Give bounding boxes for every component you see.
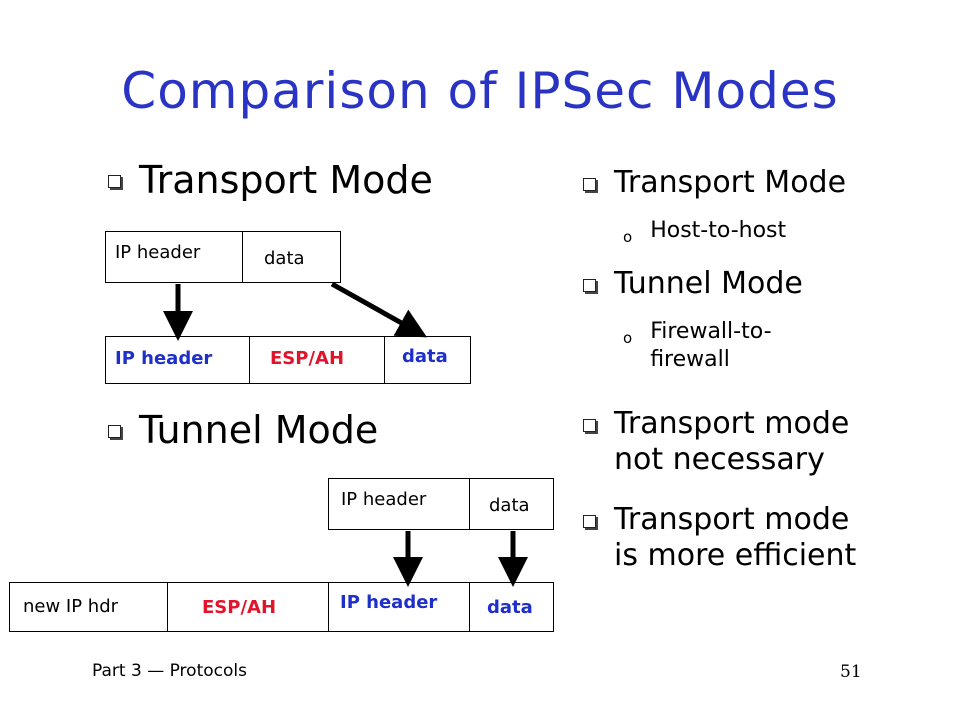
divider <box>328 583 329 631</box>
right-item-transport-mode: Transport Mode <box>583 165 846 201</box>
tunnel-bottom-new-ip-hdr: new IP hdr <box>23 596 119 617</box>
right-item-label: Transport Mode <box>614 165 847 200</box>
footer-section: Protocols <box>169 661 247 681</box>
right-item-label: Transport mode not necessary <box>614 406 849 478</box>
square-bullet-icon <box>583 419 596 432</box>
tunnel-bottom-data: data <box>487 597 533 618</box>
right-item-line: Transport mode <box>614 406 850 441</box>
divider <box>249 337 250 383</box>
transport-original-packet: IP header data <box>105 231 341 283</box>
right-item-line: not necessary <box>614 442 825 477</box>
tunnel-bottom-ip-header: IP header <box>340 592 438 613</box>
tunnel-bottom-esp-ah: ESP/AH <box>202 597 277 618</box>
tunnel-mode-heading: Tunnel Mode <box>108 408 378 452</box>
transport-top-data: data <box>264 248 305 269</box>
em-dash-separator: — <box>147 661 165 681</box>
right-item-more-efficient: Transport mode is more efficient <box>583 502 856 574</box>
square-bullet-icon <box>108 175 121 188</box>
divider <box>384 337 385 383</box>
divider <box>242 232 243 282</box>
square-bullet-icon <box>108 425 121 438</box>
tunnel-original-packet: IP header data <box>328 478 554 530</box>
right-item-line: Transport mode <box>614 502 850 537</box>
transport-top-ip-header: IP header <box>115 242 201 263</box>
right-item-not-necessary: Transport mode not necessary <box>583 406 849 478</box>
square-bullet-icon <box>583 279 596 292</box>
right-subitem-label: Host-to-host <box>650 218 787 243</box>
tunnel-top-ip-header: IP header <box>341 489 427 510</box>
page-number: 51 <box>840 662 862 682</box>
transport-bottom-esp-ah: ESP/AH <box>270 348 345 369</box>
footer-part: Part 3 <box>92 661 142 681</box>
right-subitem-line: Firewall-to- <box>650 319 772 344</box>
transport-data-arrow <box>330 281 428 338</box>
right-item-label: Transport mode is more efficient <box>614 502 856 574</box>
square-bullet-icon <box>583 178 596 191</box>
right-item-label: Tunnel Mode <box>614 266 803 301</box>
right-item-tunnel-mode: Tunnel Mode <box>583 266 803 302</box>
tunnel-mode-heading-text: Tunnel Mode <box>139 408 379 452</box>
tunnel-protected-packet: new IP hdr ESP/AH IP header data <box>9 582 554 632</box>
transport-bottom-ip-header: IP header <box>115 348 213 369</box>
transport-bottom-data: data <box>402 346 448 367</box>
footer-label: Part 3 — Protocols <box>92 661 247 681</box>
tunnel-top-data: data <box>489 495 530 516</box>
right-subitem-line: firewall <box>650 347 730 372</box>
transport-protected-packet: IP header ESP/AH data <box>105 336 471 384</box>
divider <box>469 479 470 529</box>
transport-mode-heading-text: Transport Mode <box>139 158 433 202</box>
slide-title: Comparison of IPSec Modes <box>121 62 839 120</box>
circle-bullet-icon: o <box>623 329 633 347</box>
right-item-line: is more efficient <box>614 538 857 573</box>
circle-bullet-icon: o <box>623 228 633 246</box>
right-subitem-label: Firewall-to- firewall <box>650 318 771 374</box>
divider <box>469 583 470 631</box>
transport-mode-heading: Transport Mode <box>108 158 433 202</box>
right-subitem-firewall: o Firewall-to- firewall <box>623 318 772 374</box>
square-bullet-icon <box>583 515 596 528</box>
divider <box>167 583 168 631</box>
right-subitem-host-to-host: o Host-to-host <box>623 217 786 251</box>
